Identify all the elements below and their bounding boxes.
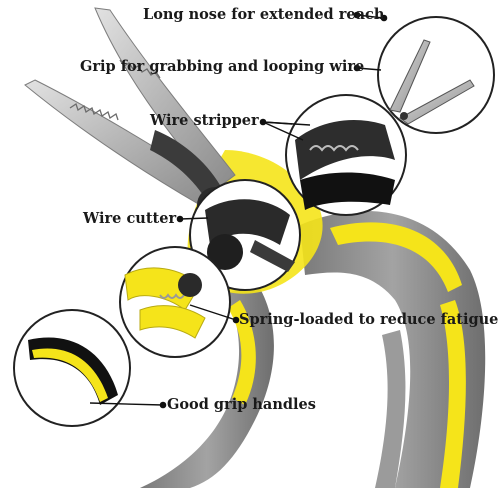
callout-wire-stripper: Wire stripper bbox=[150, 112, 259, 129]
callout-long-nose: Long nose for extended reach bbox=[143, 6, 385, 23]
handle-yellow-stripe bbox=[440, 300, 466, 488]
callout-spring: Spring-loaded to reduce fatigue bbox=[239, 311, 499, 328]
detail-handle-grip bbox=[13, 309, 131, 427]
leader-lines bbox=[89, 11, 388, 409]
callout-grip: Grip for grabbing and looping wire bbox=[80, 58, 365, 75]
detail-spring bbox=[119, 246, 231, 358]
detail-cutter bbox=[189, 179, 301, 291]
handle-grey bbox=[300, 211, 486, 488]
handle-yellow-insert bbox=[330, 222, 462, 292]
callout-grip-handles: Good grip handles bbox=[167, 396, 316, 413]
detail-nose-tip bbox=[377, 16, 495, 134]
jaw-upper bbox=[94, 7, 236, 191]
detail-stripper bbox=[285, 94, 407, 216]
callout-wire-cutter: Wire cutter bbox=[83, 210, 177, 227]
